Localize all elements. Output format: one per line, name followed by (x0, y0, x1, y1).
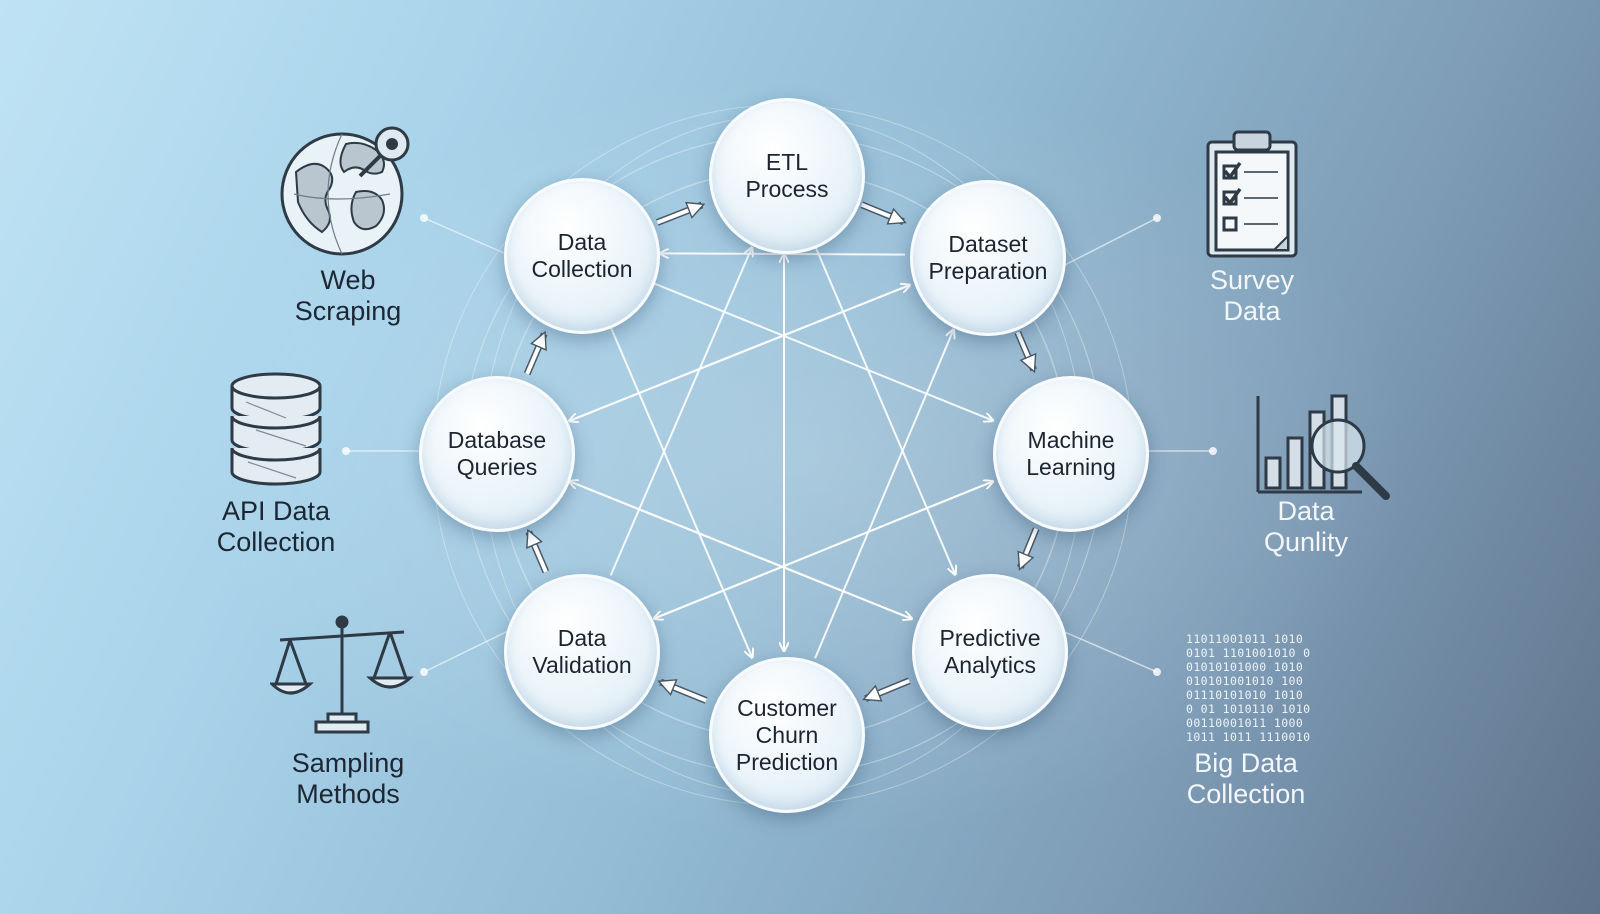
side-connector (423, 629, 511, 673)
node-label: Data Collection (531, 229, 633, 282)
node-label: Data Validation (532, 625, 632, 678)
connector-dot (420, 214, 428, 222)
binary-line: 00110001011 1000 (1186, 716, 1304, 730)
clipboard-checklist-icon (1206, 130, 1298, 258)
cross-arrow (609, 248, 752, 576)
node-label: Predictive Analytics (939, 625, 1041, 678)
cycle-arrow (1017, 527, 1039, 571)
cycle-arrow (862, 678, 911, 702)
globe-pin-icon (280, 126, 410, 256)
binary-line: 01110101010 1010 (1186, 688, 1304, 702)
connector-dot (342, 447, 350, 455)
cross-arrow (609, 326, 751, 657)
label-survey-data: Survey Data (1209, 265, 1295, 326)
binary-line: 01010101000 1010 (1186, 660, 1304, 674)
label-api-data-collection: API Data Collection (216, 496, 336, 557)
cycle-arrow (657, 679, 707, 703)
node-dataset-preparation[interactable]: Dataset Preparation (910, 180, 1066, 336)
cycle-arrows (523, 201, 1040, 704)
label-sampling-methods: Sampling Methods (291, 748, 405, 809)
connector-dot (1153, 214, 1161, 222)
node-data-collection[interactable]: Data Collection (504, 178, 660, 334)
cross-arrows (568, 247, 994, 659)
binary-line: 11011001011 1010 (1186, 632, 1304, 646)
node-etl-process[interactable]: ETL Process (709, 98, 865, 254)
binary-line: 1011 1011 1110010 (1186, 730, 1311, 744)
cross-arrow (661, 253, 906, 254)
cross-arrow (814, 331, 953, 659)
connector-dot (1209, 447, 1217, 455)
label-data-quality: Data Qunlity (1263, 496, 1349, 557)
node-data-validation[interactable]: Data Validation (504, 574, 660, 730)
node-label: Dataset Preparation (928, 231, 1048, 284)
side-connector (1054, 217, 1158, 271)
cross-arrow (567, 285, 909, 423)
connector-dot (420, 668, 428, 676)
cross-arrow (814, 246, 954, 574)
cycle-arrow (656, 201, 706, 225)
cross-arrow (652, 282, 992, 420)
cross-arrow (570, 482, 914, 621)
cycle-arrow (861, 202, 907, 225)
node-machine-learning[interactable]: Machine Learning (993, 376, 1149, 532)
bar-chart-magnifier-icon (1256, 394, 1390, 500)
balance-scale-icon (270, 615, 414, 734)
cycle-arrow (1015, 331, 1037, 374)
cycle-arrow (525, 330, 547, 375)
node-label: ETL Process (745, 149, 829, 202)
binary-line: 010101001010 100 (1186, 674, 1304, 688)
node-label: Customer Churn Prediction (735, 694, 839, 775)
side-connector (1059, 629, 1158, 673)
binary-line: 0101 1101001010 0 (1186, 646, 1311, 660)
label-web-scraping: Web Scraping (294, 265, 402, 326)
cycle-arrow (526, 528, 548, 573)
database-icon (230, 372, 322, 486)
cross-arrow (652, 482, 992, 620)
binary-line: 0 01 1010110 1010 (1186, 702, 1311, 716)
node-label: Database Queries (447, 427, 547, 480)
side-connector (423, 217, 505, 254)
node-predictive-analytics[interactable]: Predictive Analytics (912, 574, 1068, 730)
node-customer-churn-prediction[interactable]: Customer Churn Prediction (709, 657, 865, 813)
node-database-queries[interactable]: Database Queries (419, 376, 575, 532)
label-big-data-collection: Big Data Collection (1186, 748, 1306, 809)
connector-dot (1153, 668, 1161, 676)
side-connectors (342, 214, 1217, 676)
node-label: Machine Learning (1026, 427, 1116, 480)
